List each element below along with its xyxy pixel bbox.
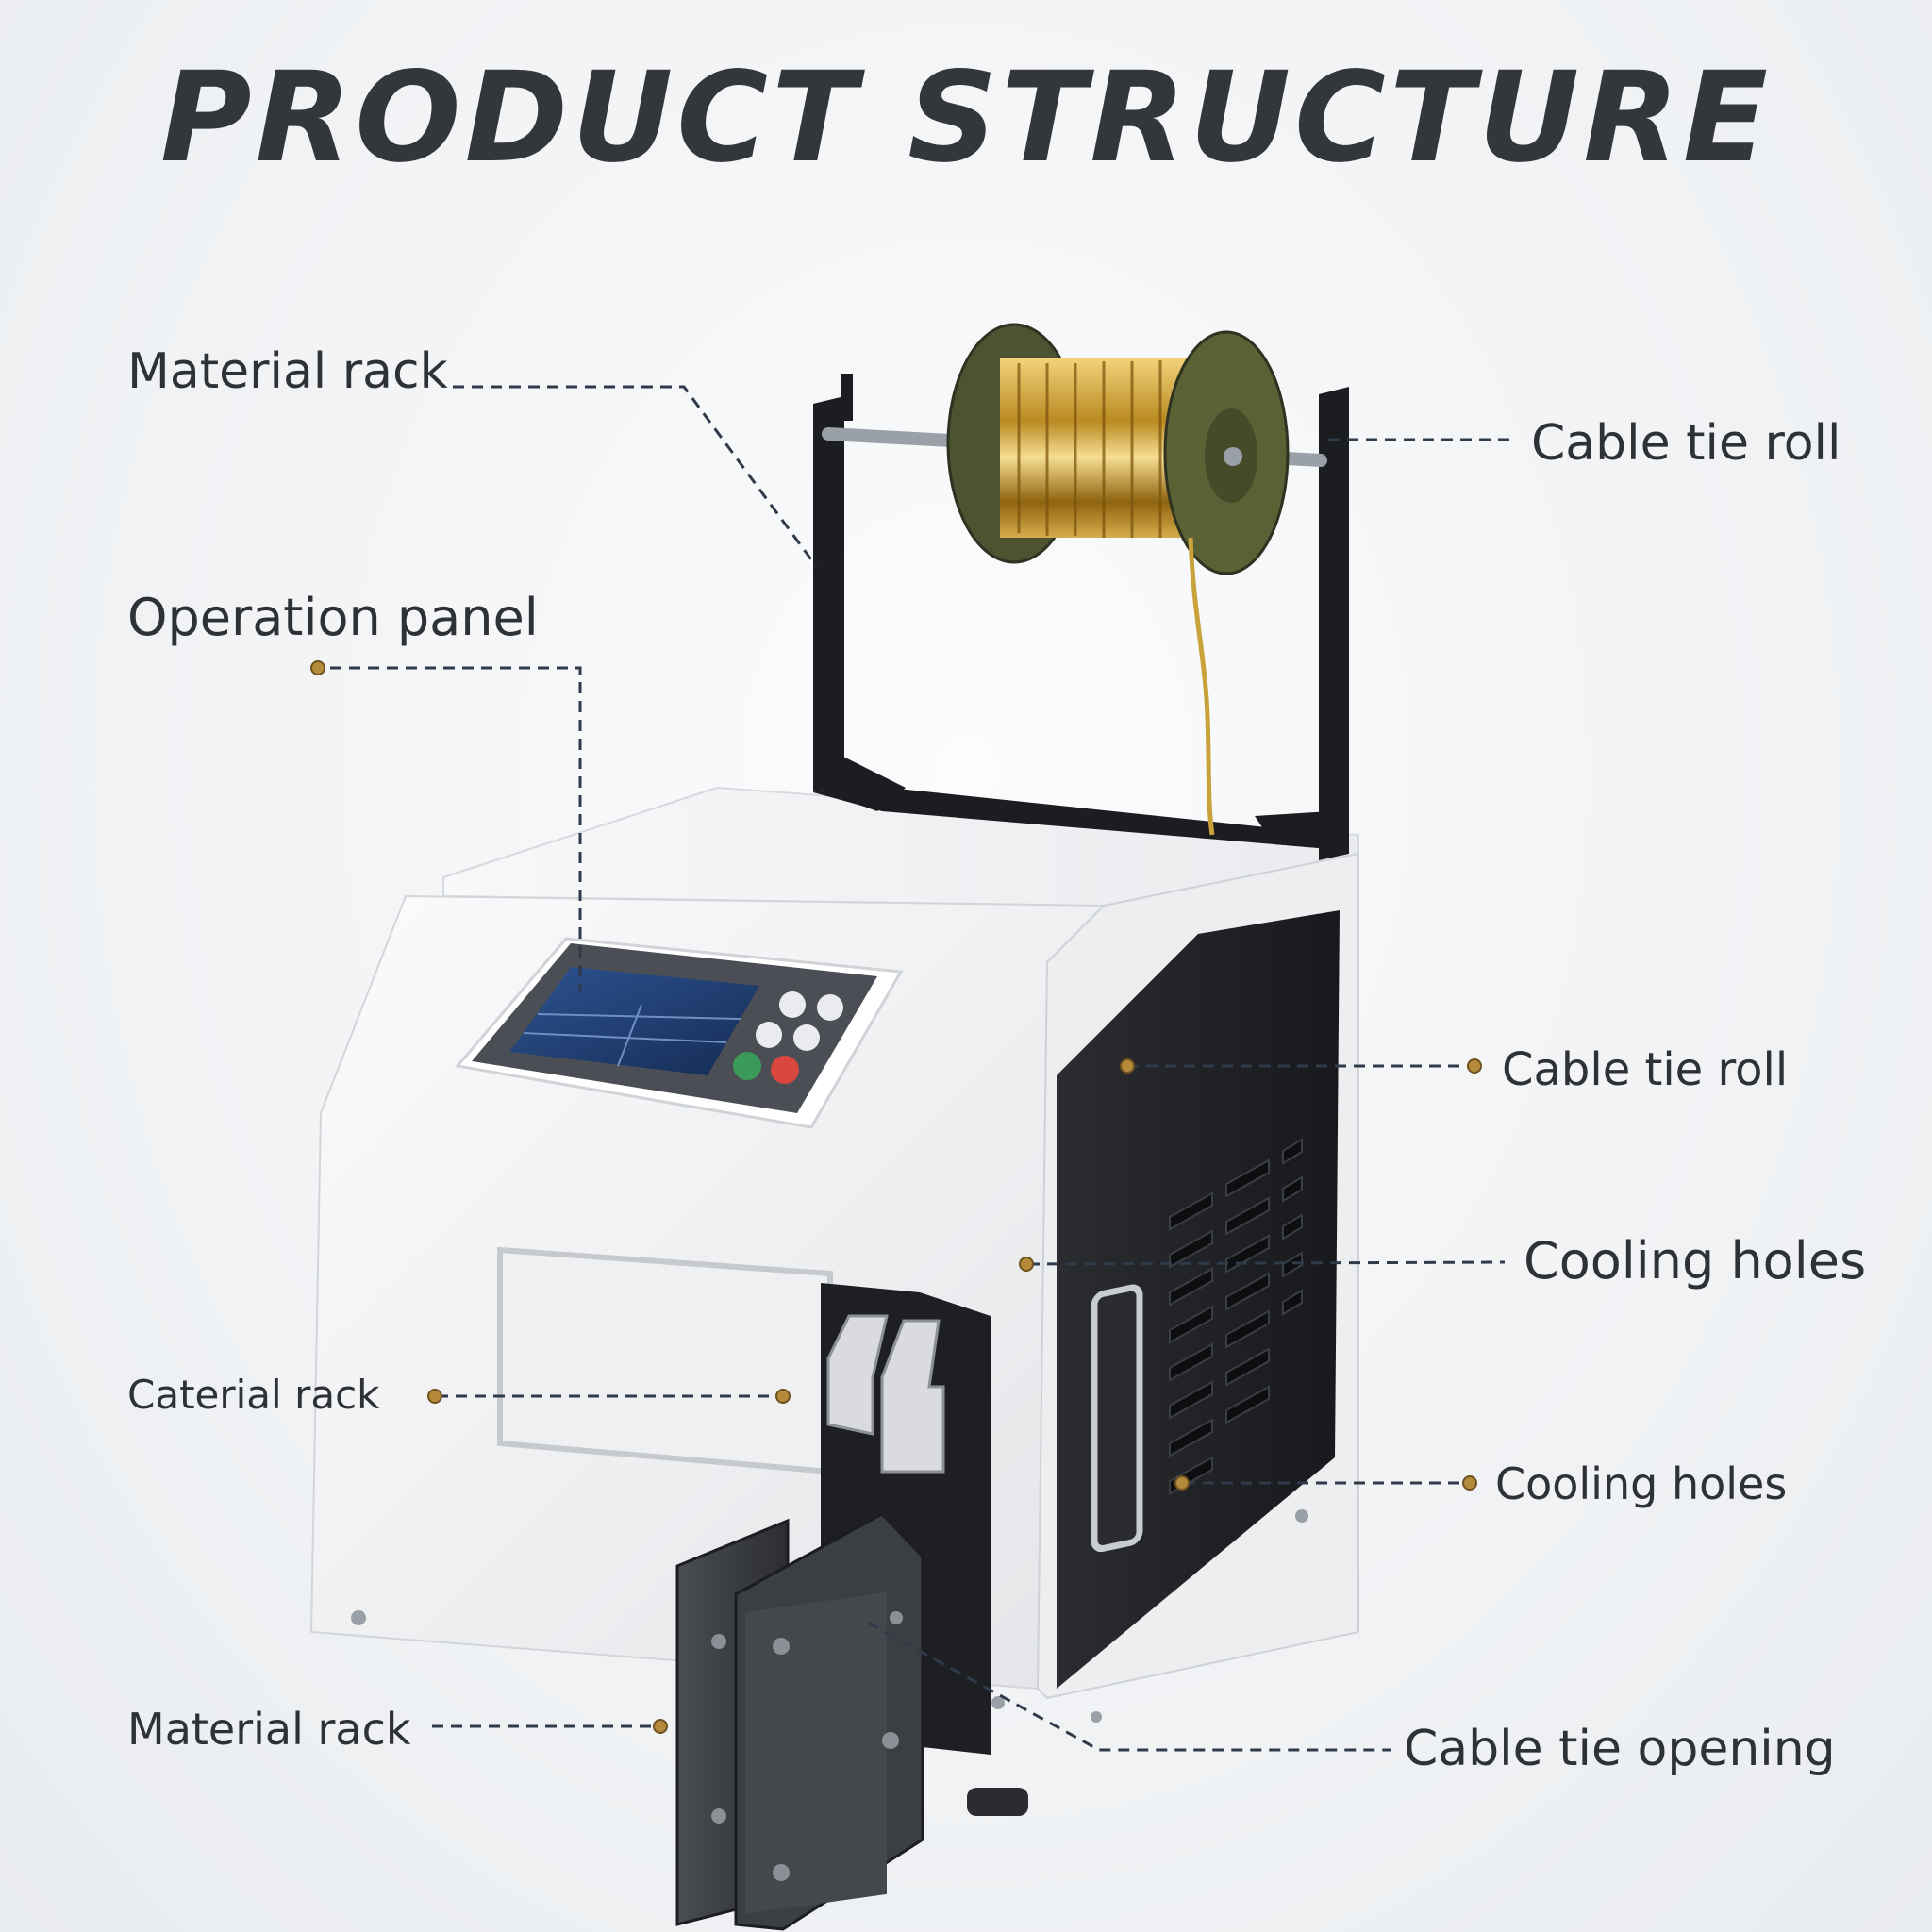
label-cable-tie-opening: Cable tie opening [1404, 1721, 1836, 1777]
circle-dot-icon [1462, 1475, 1477, 1491]
label-caterial-rack: Caterial rack [127, 1372, 380, 1418]
panel-buttons [733, 991, 843, 1084]
circle-dot-icon [427, 1389, 442, 1404]
circle-dot-icon [1019, 1257, 1034, 1272]
cable-tie-strip [1188, 537, 1215, 836]
circle-dot-icon [310, 660, 325, 675]
stop-button-icon [771, 1056, 799, 1084]
label-cooling-holes-lower: Cooling holes [1495, 1458, 1788, 1509]
leader-line [330, 666, 582, 991]
cooling-holes [1169, 1138, 1303, 1495]
start-button-icon [733, 1052, 761, 1080]
head-jaw-left [826, 1314, 889, 1436]
round-button-icon [756, 1022, 782, 1048]
machine-foot [967, 1788, 1028, 1816]
head-jaw-right [880, 1319, 945, 1474]
label-material-rack-top: Material rack [127, 343, 448, 400]
circle-dot-icon [775, 1389, 791, 1404]
head-bolts [711, 1611, 903, 1881]
circle-dot-icon [1467, 1058, 1482, 1074]
label-cooling-holes-upper: Cooling holes [1524, 1231, 1867, 1291]
circle-dot-icon [1174, 1475, 1190, 1491]
leader-lines [330, 385, 1517, 1752]
side-handle [1091, 1284, 1143, 1553]
material-rack-frame [813, 374, 1349, 860]
head-plate-face [745, 1591, 887, 1914]
cable-tie-roll [946, 323, 1290, 575]
label-operation-panel: Operation panel [127, 588, 539, 647]
front-window [497, 1246, 833, 1475]
leader-line [453, 385, 818, 567]
label-cable-tie-roll-mid: Cable tie roll [1502, 1043, 1789, 1096]
page-title: PRODUCT STRUCTURE [159, 45, 1773, 191]
label-cable-tie-roll-top: Cable tie roll [1531, 415, 1841, 472]
circle-dot-icon [1120, 1058, 1135, 1074]
label-material-rack-bottom: Material rack [127, 1704, 411, 1755]
circle-dot-icon [653, 1719, 668, 1734]
round-button-icon [793, 1024, 820, 1051]
leader-line [867, 1621, 1391, 1752]
round-button-icon [779, 991, 806, 1018]
leader-dots [310, 660, 1482, 1734]
leader-line [1027, 1260, 1506, 1266]
machine-screws [351, 1509, 1308, 1723]
panel-screen-lines [523, 1004, 741, 1067]
round-button-icon [817, 994, 843, 1021]
